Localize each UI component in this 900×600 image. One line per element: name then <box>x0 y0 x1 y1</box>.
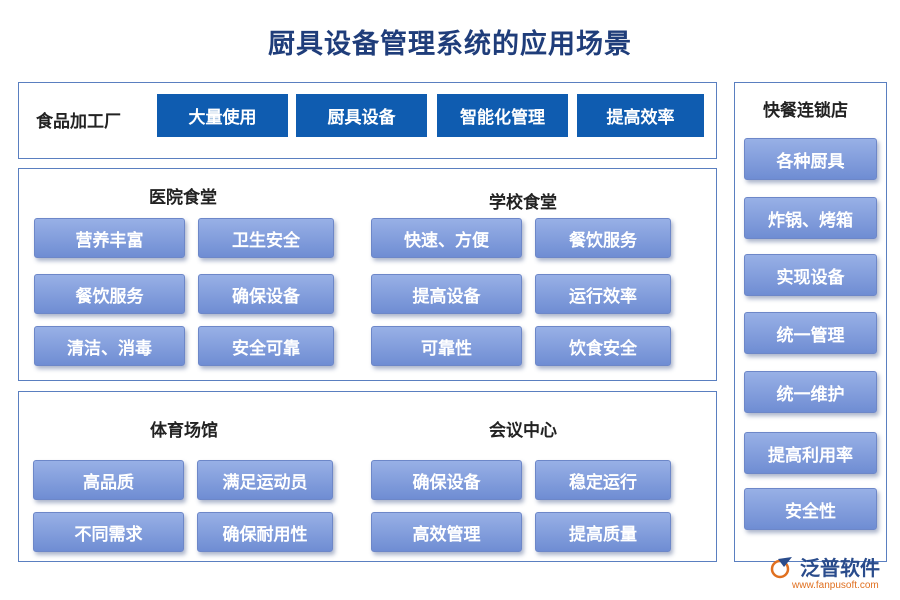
hospital-item: 安全可靠 <box>198 326 334 366</box>
conference-item: 高效管理 <box>371 512 522 552</box>
fast-food-item: 各种厨具 <box>744 138 877 180</box>
hospital-item: 清洁、消毒 <box>34 326 185 366</box>
fast-food-item: 实现设备 <box>744 254 877 296</box>
conference-heading: 会议中心 <box>489 421 557 441</box>
fast-food-heading: 快餐连锁店 <box>763 101 848 121</box>
stadium-item: 不同需求 <box>33 512 184 552</box>
conference-item: 确保设备 <box>371 460 522 500</box>
conference-item: 提高质量 <box>535 512 671 552</box>
school-item: 可靠性 <box>371 326 522 366</box>
fast-food-item: 提高利用率 <box>744 432 877 474</box>
brand-name: 泛普软件 <box>800 556 880 580</box>
food-factory-item: 厨具设备 <box>296 94 427 137</box>
brand-icon <box>770 556 792 578</box>
fast-food-item: 安全性 <box>744 488 877 530</box>
hospital-item: 餐饮服务 <box>34 274 185 314</box>
conference-item: 稳定运行 <box>535 460 671 500</box>
hospital-item: 卫生安全 <box>198 218 334 258</box>
school-item: 饮食安全 <box>535 326 671 366</box>
stadium-item: 确保耐用性 <box>197 512 333 552</box>
school-item: 餐饮服务 <box>535 218 671 258</box>
hospital-item: 营养丰富 <box>34 218 185 258</box>
school-item: 快速、方便 <box>371 218 522 258</box>
brand-url: www.fanpusoft.com <box>792 580 879 591</box>
food-factory-item: 大量使用 <box>157 94 288 137</box>
fast-food-item: 统一管理 <box>744 312 877 354</box>
hospital-heading: 医院食堂 <box>149 188 217 208</box>
brand-logo: 泛普软件 <box>770 552 880 581</box>
fast-food-item: 统一维护 <box>744 371 877 413</box>
page-title: 厨具设备管理系统的应用场景 <box>268 29 632 60</box>
fast-food-item: 炸锅、烤箱 <box>744 197 877 239</box>
food-factory-heading: 食品加工厂 <box>36 112 121 132</box>
school-item: 提高设备 <box>371 274 522 314</box>
food-factory-item: 提高效率 <box>577 94 704 137</box>
school-item: 运行效率 <box>535 274 671 314</box>
food-factory-item: 智能化管理 <box>437 94 568 137</box>
school-heading: 学校食堂 <box>489 193 557 213</box>
stadium-item: 满足运动员 <box>197 460 333 500</box>
hospital-item: 确保设备 <box>198 274 334 314</box>
stadium-heading: 体育场馆 <box>150 421 218 441</box>
stadium-item: 高品质 <box>33 460 184 500</box>
